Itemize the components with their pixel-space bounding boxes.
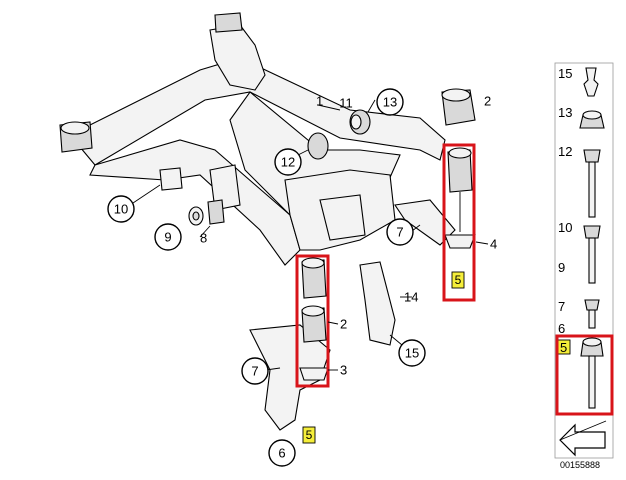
bushing-part-8 — [207, 199, 225, 225]
svg-text:10: 10 — [114, 202, 128, 217]
svg-text:6: 6 — [278, 446, 285, 461]
callout-2-center: 2 — [340, 317, 347, 332]
callout-9: 9 — [154, 223, 182, 251]
highlight-box-right — [442, 143, 476, 302]
callout-1: 1 — [316, 94, 323, 109]
clip-icon — [583, 67, 599, 97]
legend-item-7: 7 — [558, 299, 600, 329]
legend-number-6: 6 — [558, 321, 565, 336]
long-bolt-icon — [583, 149, 601, 163]
legend-number-9: 9 — [558, 260, 565, 275]
callout-6: 6 — [268, 439, 296, 467]
mount-part-2-top — [441, 88, 476, 126]
parts-legend: 15 13 12 10 9 7 — [554, 62, 614, 459]
legend-item-10: 10 — [558, 220, 601, 284]
callout-2-top: 2 — [484, 94, 491, 109]
callout-8: 8 — [200, 231, 207, 246]
legend-number-12: 12 — [558, 144, 572, 159]
legend-item-6: 6 — [558, 321, 565, 336]
legend-item-5: 5 — [555, 334, 614, 416]
legend-number-10: 10 — [558, 220, 572, 235]
callout-4: 4 — [490, 237, 497, 252]
callout-15: 15 — [398, 339, 426, 367]
legend-frame — [554, 62, 614, 459]
callout-7-right: 7 — [386, 218, 414, 246]
subframe-body — [59, 12, 446, 266]
callout-12: 12 — [274, 148, 302, 176]
highlighted-mount-assembly-center — [295, 254, 330, 388]
callout-3: 3 — [340, 363, 347, 378]
svg-text:13: 13 — [383, 95, 397, 110]
legend-number-5: 5 — [560, 340, 567, 355]
flange-bolt-icon — [583, 225, 601, 239]
svg-text:12: 12 — [281, 155, 295, 170]
highlight-box-center — [295, 254, 330, 388]
part-5-tag-lower-label: 5 — [306, 428, 313, 442]
callouts: 1 11 13 2 12 10 9 8 7 4 14 2 1 — [107, 88, 497, 467]
short-bolt-icon — [584, 299, 600, 311]
bracket-part-14 — [359, 261, 396, 346]
callout-13: 13 — [376, 88, 404, 116]
highlight-box-legend — [555, 334, 614, 416]
svg-text:7: 7 — [396, 225, 403, 240]
part-5-tag-right-label: 5 — [455, 273, 462, 287]
highlighted-mount-assembly-right — [442, 143, 476, 302]
callout-10: 10 — [107, 195, 135, 223]
svg-text:9: 9 — [164, 230, 171, 245]
legend-item-13: 13 — [558, 105, 605, 129]
svg-text:15: 15 — [405, 346, 419, 361]
part-5-tag-right: 5 — [451, 271, 465, 289]
bushing-part-12 — [307, 132, 329, 160]
part-5-tag-lower: 5 — [302, 426, 316, 444]
document-id: 00155888 — [560, 460, 600, 470]
legend-number-7: 7 — [558, 299, 565, 314]
svg-text:11: 11 — [339, 96, 353, 111]
legend-item-9: 9 — [558, 260, 565, 275]
ring-part-9 — [188, 206, 204, 226]
bushing-part-11 — [349, 109, 371, 135]
callout-7-lower: 7 — [241, 357, 269, 385]
callout-11: 11 — [339, 96, 353, 111]
callout-14: 14 — [404, 290, 418, 305]
legend-item-12: 12 — [558, 144, 601, 218]
legend-number-15: 15 — [558, 66, 572, 81]
legend-number-13: 13 — [558, 105, 572, 120]
svg-text:7: 7 — [251, 364, 258, 379]
legend-item-15: 15 — [558, 66, 599, 97]
direction-arrow-icon — [559, 420, 607, 457]
